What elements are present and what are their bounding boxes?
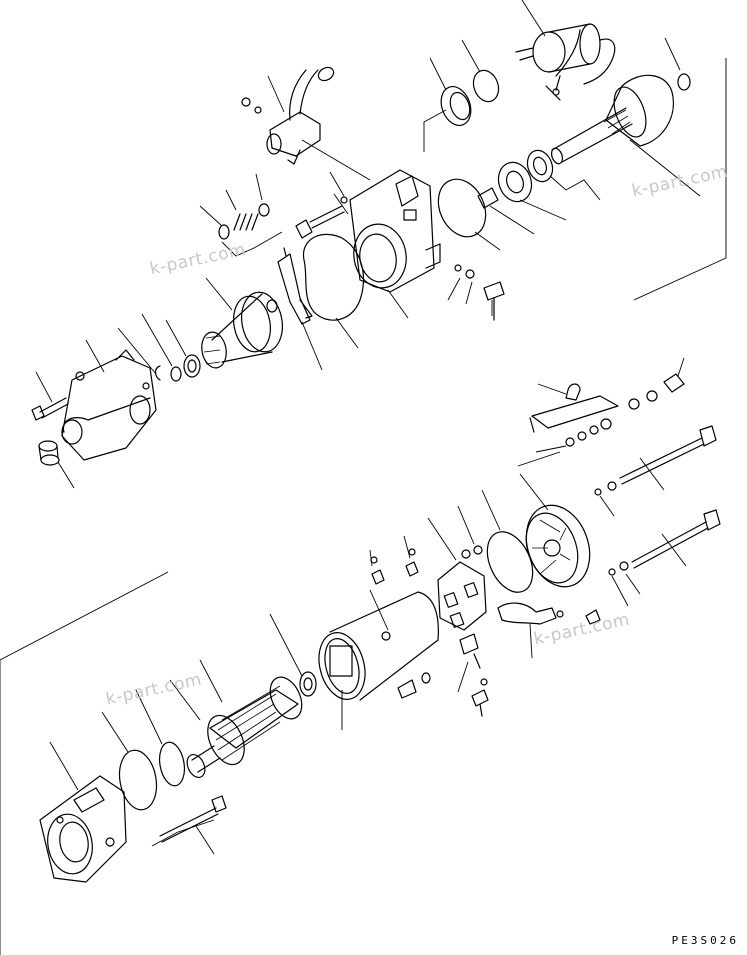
upper-frame-lines xyxy=(423,58,727,301)
yoke xyxy=(318,589,439,730)
brush-holder xyxy=(427,505,601,659)
armature xyxy=(169,613,317,778)
magnetic-switch xyxy=(241,66,371,181)
o-ring-upper xyxy=(437,178,501,251)
brush-screws xyxy=(369,535,489,717)
lower-frame-lines xyxy=(0,571,215,955)
rear-cover xyxy=(519,473,591,588)
solenoid-housing xyxy=(349,169,441,319)
end-frame xyxy=(39,741,127,883)
armature-shaft xyxy=(550,37,701,197)
bearings-top xyxy=(477,149,601,235)
snap-rings xyxy=(117,313,201,382)
shift-lever xyxy=(277,247,323,371)
drawing-code: PE3S026 xyxy=(671,934,739,947)
brush-holder-parts xyxy=(517,357,685,467)
o-ring-lower xyxy=(481,489,534,593)
lower-bolt xyxy=(159,795,227,855)
front-bracket xyxy=(31,339,157,489)
pinion-clutch xyxy=(201,277,283,369)
through-bolts xyxy=(594,425,721,607)
lower-o-rings xyxy=(101,689,186,811)
spring-parts xyxy=(199,173,283,257)
gasket xyxy=(299,233,364,349)
solenoid-rings xyxy=(429,39,500,126)
solenoid-switch xyxy=(515,0,616,101)
housing-bolts xyxy=(295,171,505,321)
